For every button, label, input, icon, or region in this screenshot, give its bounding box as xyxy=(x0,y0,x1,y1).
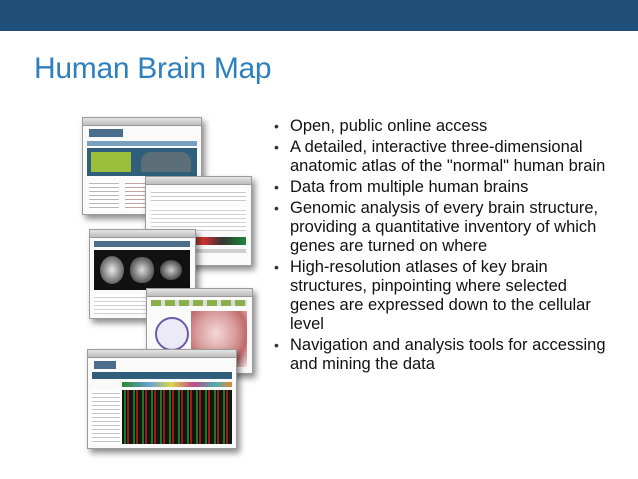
screenshot-heatmap xyxy=(87,349,237,449)
header-bar xyxy=(0,0,638,31)
gene-list xyxy=(92,390,120,444)
mri-slice-axial xyxy=(100,256,124,284)
bullet-item: Data from multiple human brains xyxy=(270,178,610,197)
expression-track xyxy=(151,237,246,245)
bullet-item: Genomic analysis of every brain structur… xyxy=(270,199,610,256)
viewer-menu xyxy=(151,300,247,306)
brain-outline-thumb xyxy=(155,317,189,351)
search-form xyxy=(151,189,246,203)
expression-heatmap xyxy=(122,390,232,444)
mri-slice-coronal xyxy=(130,257,154,283)
slide-title: Human Brain Map xyxy=(34,52,272,85)
browser-toolbar xyxy=(90,230,195,238)
browser-toolbar xyxy=(88,350,236,358)
browser-toolbar xyxy=(146,177,251,185)
text-column xyxy=(89,180,119,210)
bullet-item: Open, public online access xyxy=(270,117,610,136)
viewer-header xyxy=(94,241,190,247)
tab-bar xyxy=(92,372,232,379)
results-table xyxy=(151,207,246,231)
browser-toolbar xyxy=(83,118,201,126)
site-logo xyxy=(94,361,116,369)
mri-slice-sagittal xyxy=(160,260,182,280)
bullet-item: Navigation and analysis tools for access… xyxy=(270,336,610,374)
banner-green-panel xyxy=(91,152,131,172)
browser-toolbar xyxy=(147,289,252,297)
screenshot-mri-viewer xyxy=(89,229,196,319)
banner-image xyxy=(141,152,191,172)
bullet-item: High-resolution atlases of key brain str… xyxy=(270,258,610,334)
bullet-list: Open, public online access A detailed, i… xyxy=(270,117,610,376)
structure-color-bar xyxy=(122,382,232,387)
bullet-item: A detailed, interactive three-dimensiona… xyxy=(270,138,610,176)
site-logo xyxy=(89,129,123,137)
ruler-track xyxy=(151,249,246,253)
site-nav xyxy=(87,141,197,146)
